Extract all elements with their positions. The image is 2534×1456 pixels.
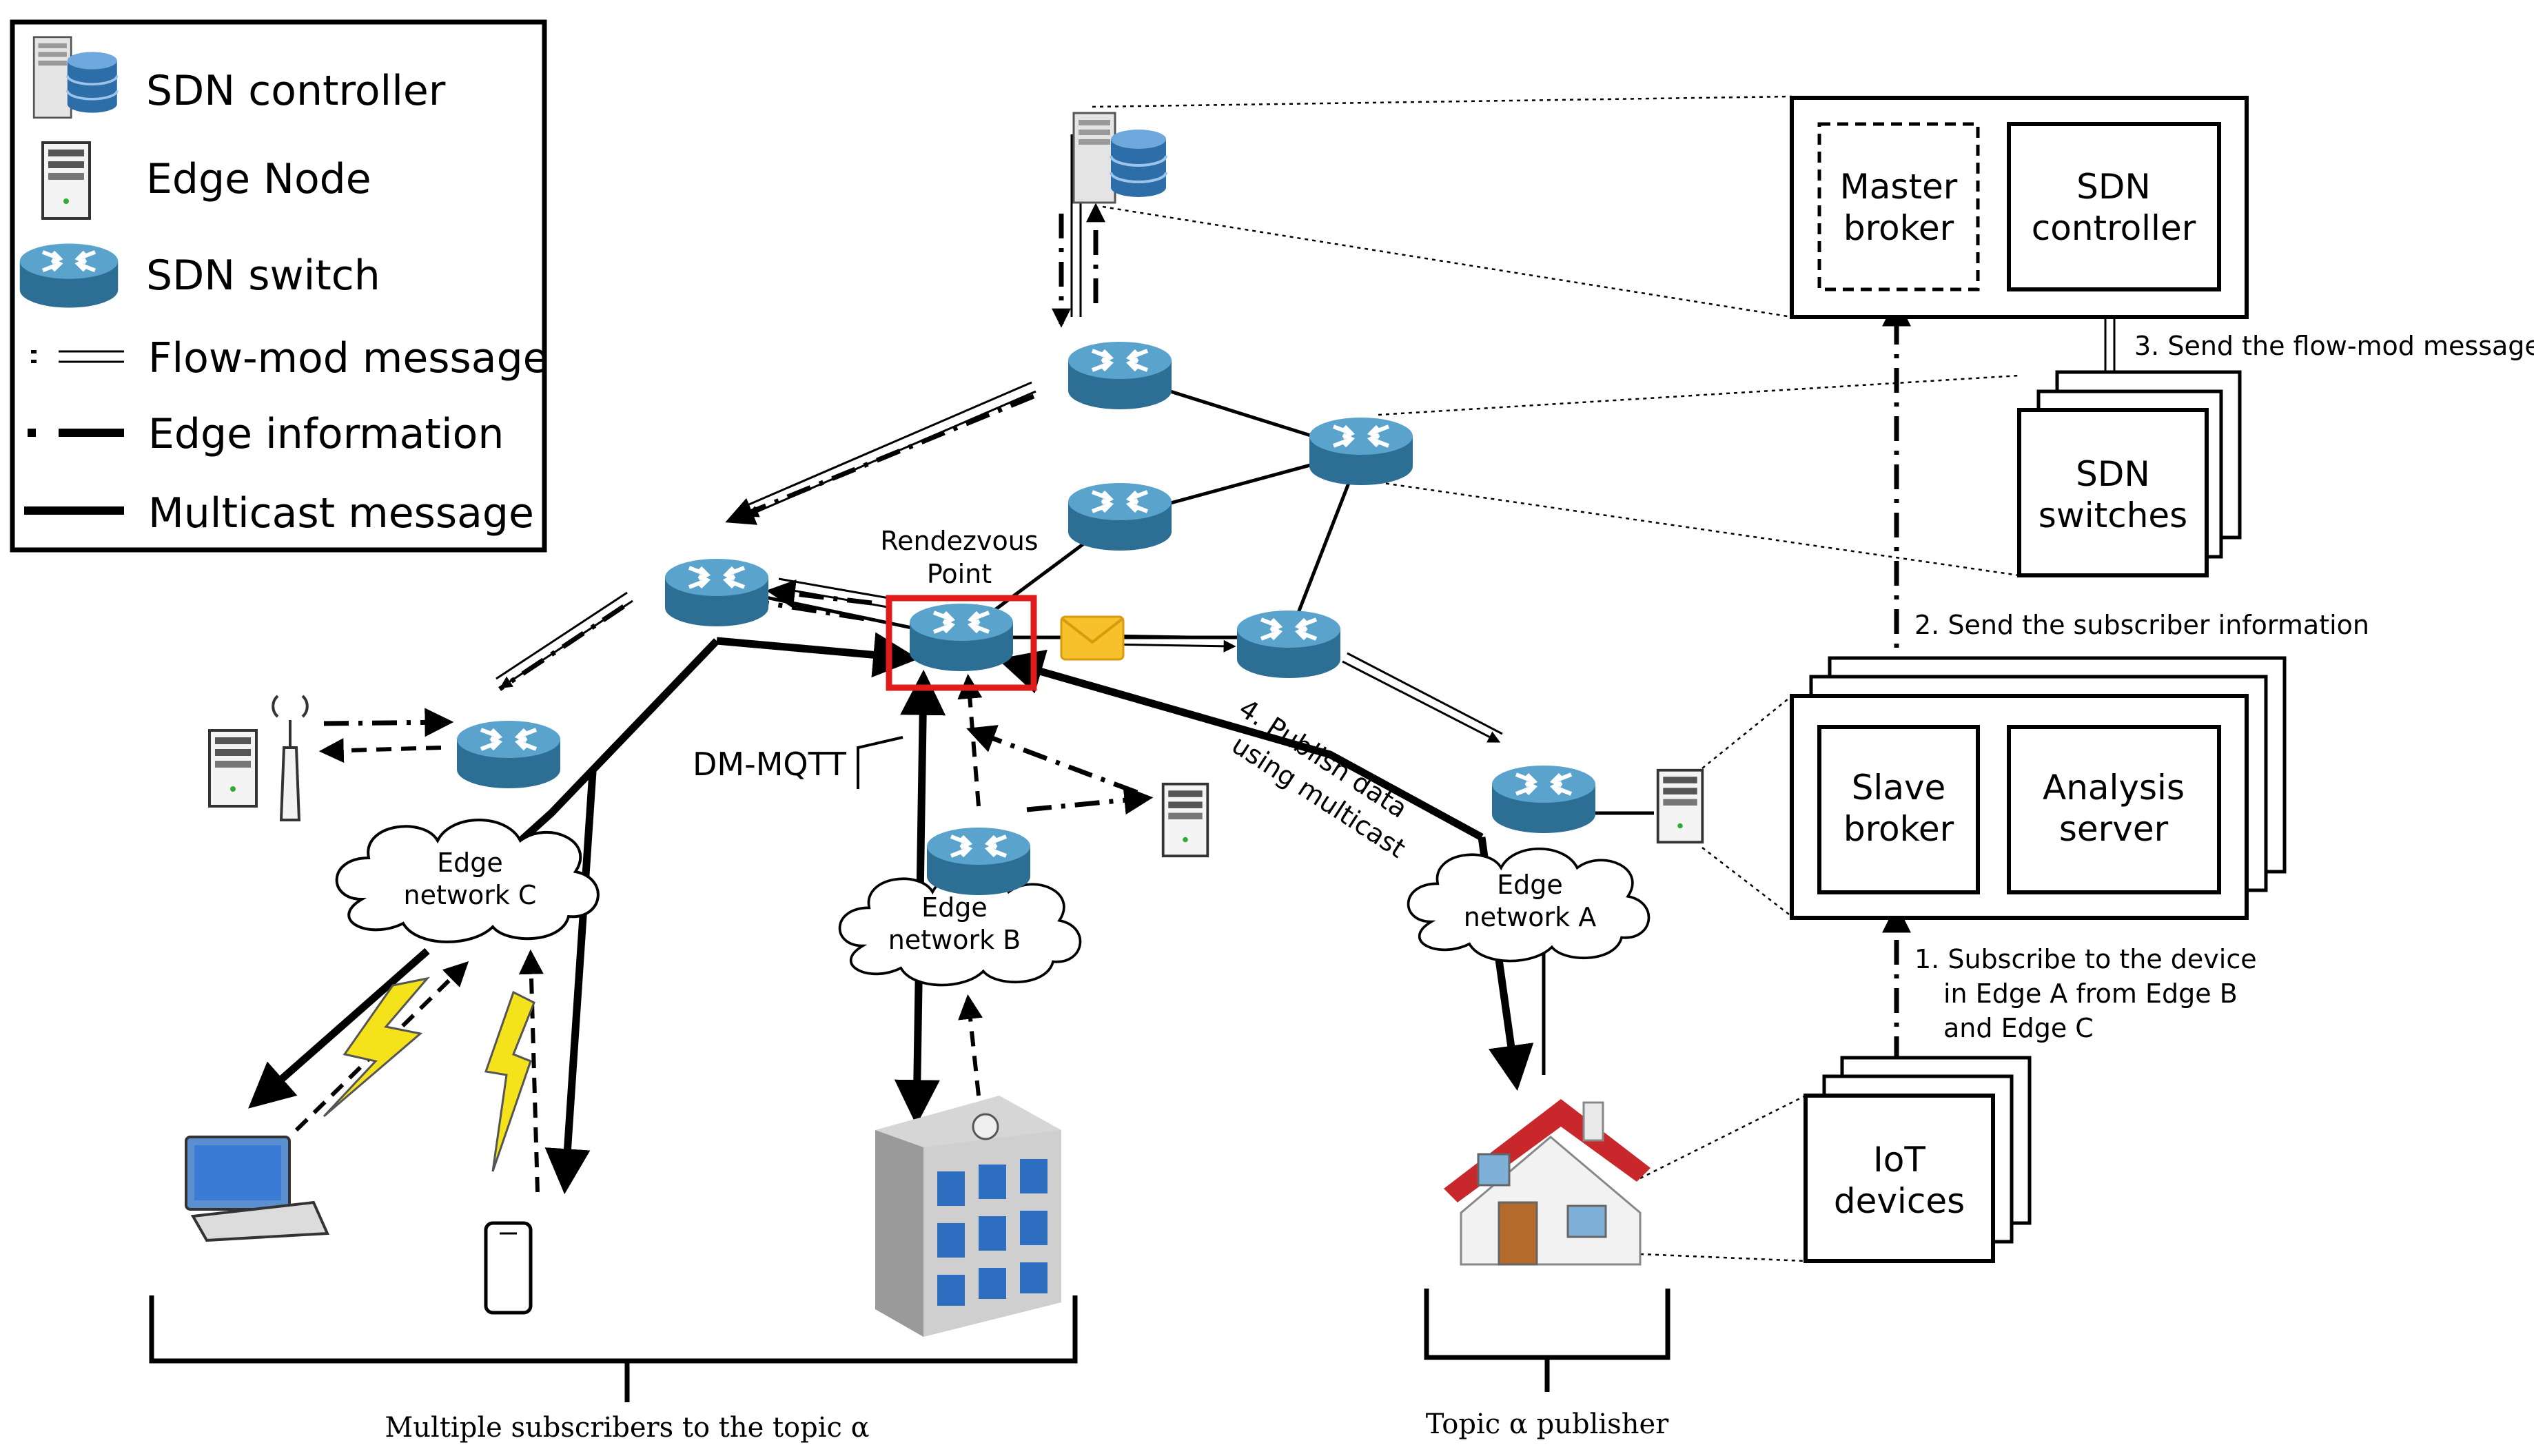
edge-info-messages [318, 203, 1911, 1109]
building-icon [875, 1096, 1061, 1337]
sdn-switch-edge-a [1492, 766, 1595, 833]
smartphone-icon [484, 1221, 533, 1315]
multicast-line-icon [24, 506, 124, 515]
zoom-lines [1092, 95, 2020, 1262]
sdn-controller-icon [1072, 112, 1167, 204]
step-3-label: 3. Send the flow-mod message [2134, 331, 2534, 361]
publisher-caption: Topic α publisher [1426, 1408, 1669, 1440]
access-point-icon [272, 695, 309, 821]
sdn-switch-top [1068, 342, 1172, 409]
master-broker-box [1817, 122, 1980, 291]
sdn-switch-top-right [1309, 418, 1413, 485]
sdn-switch-right [1237, 611, 1340, 678]
step-2-label: 2. Send the subscriber information [1914, 610, 2369, 640]
publisher-bracket [1424, 1289, 1670, 1392]
topology-links [709, 373, 1654, 1075]
envelope-icon [1060, 615, 1125, 661]
sdn-switch-rendezvous [910, 604, 1013, 671]
publish-multicast-label: 4. Publish datausing multicast [1215, 693, 1430, 864]
rendezvous-highlight [886, 595, 1037, 691]
legend-label-edge-node: Edge Node [146, 155, 371, 203]
slave-broker-box [1817, 725, 1980, 894]
edge-node-icon [41, 141, 91, 220]
dm-mqtt-label: DM-MQTT [693, 746, 847, 783]
sdn-switch-mid [1068, 483, 1172, 551]
lightning-icon [323, 976, 535, 1172]
edge-node-icon [1656, 768, 1704, 844]
sdn-switch-icon [20, 243, 119, 307]
step-1-label: 1. Subscribe to the device in Edge A fro… [1914, 944, 2265, 1043]
legend-label-edge-info: Edge information [148, 410, 504, 458]
legend-label-multicast: Multicast message [148, 489, 534, 537]
legend-label-sdn-switch: SDN switch [146, 252, 380, 300]
edge-node-icon [208, 729, 258, 808]
flow-mod-line-icon [31, 350, 124, 363]
edge-info-line-icon [28, 429, 124, 437]
legend-label-flow-mod: Flow-mod message [148, 334, 549, 382]
edge-node-icon [1161, 782, 1209, 858]
dm-mqtt-bracket [857, 736, 903, 789]
sdn-switch-edge-c [457, 721, 560, 788]
legend-label-sdn-controller: SDN controller [146, 67, 446, 115]
laptop-icon [185, 1136, 330, 1242]
subscribers-caption: Multiple subscribers to the topic α [385, 1412, 869, 1444]
legend: SDN controller Edge Node SDN switch Flow… [10, 19, 549, 553]
sdn-controller-box [2007, 122, 2221, 291]
sdn-switch-left [665, 559, 768, 626]
sdn-switch-edge-b [927, 828, 1030, 895]
house-icon [1444, 1099, 1651, 1266]
subscribers-bracket [149, 1295, 1078, 1402]
analysis-server-box [2007, 725, 2221, 894]
